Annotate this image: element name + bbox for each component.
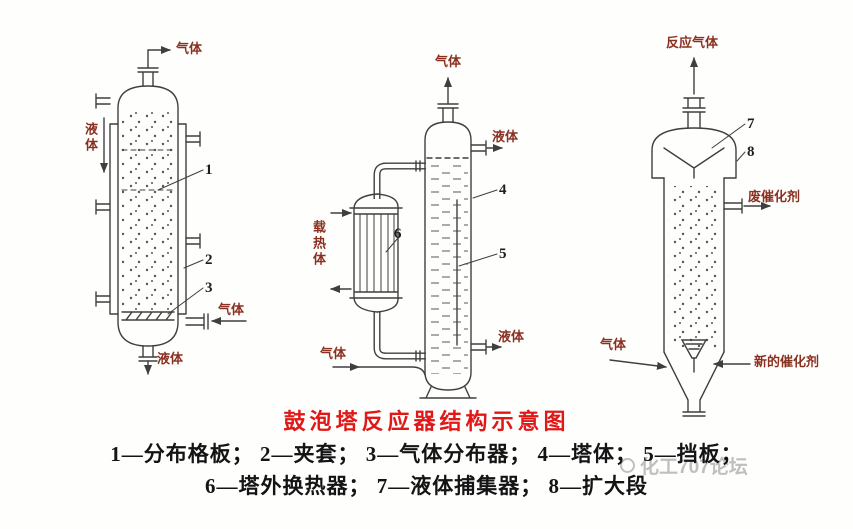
left-gas-out-arrow: [147, 46, 171, 69]
reaction-gas-label: 反应气体: [666, 35, 719, 50]
new-catalyst-label: 新的催化剂: [754, 354, 820, 369]
right-top-nozzle: [682, 97, 706, 128]
right-cone-bottom: [663, 351, 725, 417]
left-liquid-out-label: 液体: [157, 351, 184, 366]
watermark-logo-icon: [620, 458, 635, 473]
left-bubble-fill: [122, 112, 174, 310]
left-gas-in-label: 气体: [218, 302, 245, 317]
left-vessel-shell: [117, 85, 179, 347]
left-liquid-in-label: 液体: [82, 122, 98, 154]
right-catalyst-funnel: [680, 339, 708, 373]
middle-liquid-bottom-label: 液体: [498, 329, 525, 344]
diagram-title: 鼓泡塔反应器结构示意图: [283, 409, 570, 434]
middle-gas-in-label: 气体: [320, 346, 347, 361]
heat-carrier-label: 载热体: [310, 220, 326, 268]
left-reactor-drawing: [95, 46, 247, 375]
middle-gas-in-pipe: [358, 366, 426, 376]
hx-bottom-cap: [353, 297, 399, 313]
middle-support-skirt: [419, 386, 477, 399]
middle-liquid-top-nozzle: [470, 140, 487, 156]
part-number-4: 4: [499, 182, 507, 198]
left-jacket-wall: [109, 123, 187, 315]
right-liquid-trap: [663, 147, 725, 179]
left-distribution-grids: [121, 149, 175, 191]
middle-reactor-drawing: [330, 77, 503, 399]
part-number-3: 3: [205, 280, 213, 296]
middle-column-shell: [424, 121, 472, 391]
hx-shell: [349, 207, 403, 299]
part-number-6: 6: [394, 226, 402, 242]
left-gas-out-label: 气体: [176, 41, 203, 56]
middle-top-circulation-pipe: [373, 162, 426, 199]
right-spent-catalyst-nozzle: [723, 198, 743, 214]
part-number-8: 8: [747, 144, 755, 160]
middle-pipe-flanges: [415, 160, 421, 362]
hx-tube-bundle: [359, 213, 395, 293]
middle-top-circulation-pipe-bore: [374, 163, 426, 199]
watermark: 化工707论坛: [620, 452, 748, 479]
left-gas-inlet-nozzle: [185, 313, 209, 330]
middle-top-nozzle: [437, 103, 459, 123]
legend-line-2: 6—塔外换热器； 7—液体捕集器； 8—扩大段: [205, 474, 648, 498]
middle-gas-out-label: 气体: [435, 54, 462, 69]
right-reactor-drawing: [609, 57, 771, 417]
right-column-shell: [663, 177, 725, 353]
left-top-nozzle: [137, 67, 159, 87]
middle-liquid-top-label: 液体: [492, 129, 519, 144]
middle-liquid-bottom-nozzle: [470, 339, 487, 355]
left-side-nozzles: [95, 93, 201, 307]
right-bubble-fill: [668, 186, 720, 348]
right-enlarged-head: [651, 127, 737, 179]
left-bottom-nozzle: [138, 345, 158, 362]
hx-top-cap: [353, 193, 399, 209]
middle-bottom-circulation-pipe: [373, 311, 426, 360]
watermark-text: 化工707论坛: [640, 457, 748, 478]
right-gas-in-arrow: [609, 359, 667, 370]
spent-catalyst-label: 废催化剂: [748, 189, 801, 204]
part-number-5: 5: [499, 246, 507, 262]
part-number-1: 1: [205, 162, 213, 178]
part-number-2: 2: [205, 252, 213, 268]
left-leader-lines: [157, 169, 204, 315]
middle-liquid-fill: [428, 162, 468, 374]
middle-bottom-circulation-pipe-bore: [374, 311, 426, 359]
part-number-7: 7: [747, 116, 755, 132]
legend-line-1: 1—分布格板； 2—夹套； 3—气体分布器； 4—塔体； 5—挡板；: [110, 442, 743, 466]
middle-leader-lines: [385, 189, 498, 267]
right-gas-in-label: 气体: [600, 337, 627, 352]
right-leader-lines: [711, 123, 746, 162]
left-gas-distributor-plate: [121, 311, 175, 321]
